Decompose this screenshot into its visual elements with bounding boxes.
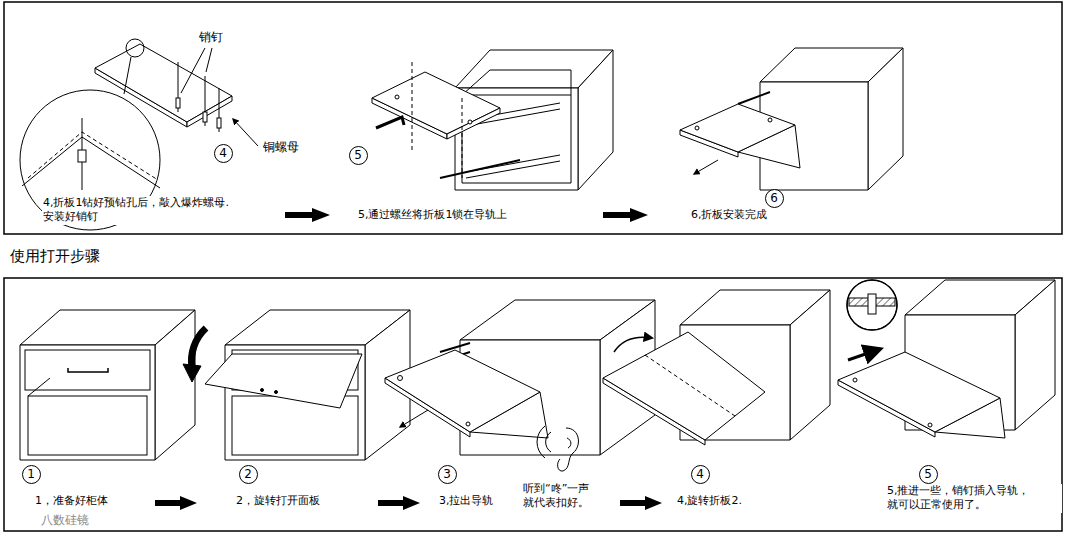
label-text: 4,旋转折板2. <box>677 494 742 507</box>
step-number-text: 4 <box>696 468 704 480</box>
watermark: 八数硅镜 <box>40 513 90 529</box>
step-caption: 1，准备好柜体 <box>34 494 109 508</box>
step-number: 6 <box>765 189 784 208</box>
label-text: 5,通过螺丝将折板1锁在导轨上 <box>358 208 508 221</box>
label-text: 铜螺母 <box>263 140 299 154</box>
label-text: 4,折板1钻好预钻孔后，敲入爆炸螺母. 安装好销钉 <box>43 196 229 223</box>
cabinet-drawing <box>183 310 410 460</box>
step-caption: 6,折板安装完成 <box>690 208 769 222</box>
step-number: 2 <box>239 465 258 484</box>
section-heading: 使用打开步骤 <box>10 247 100 266</box>
panel-frame <box>4 2 1062 531</box>
cabinet-drawing <box>603 290 830 445</box>
cabinet-drawing <box>680 48 903 190</box>
step-number-text: 6 <box>770 192 778 204</box>
label-text: 1，准备好柜体 <box>35 494 108 507</box>
step-number: 4 <box>214 144 233 163</box>
step-caption: 4,折板1钻好预钻孔后，敲入爆炸螺母. 安装好销钉 <box>42 196 266 225</box>
label-text: 6,折板安装完成 <box>691 208 768 221</box>
step-number-text: 3 <box>443 468 451 480</box>
label-text: 2，旋转打开面板 <box>236 494 320 507</box>
step-arrow <box>285 208 330 222</box>
step-number: 5 <box>919 465 938 484</box>
label-text: 3,拉出导轨 <box>439 494 494 507</box>
step-arrow <box>378 496 420 510</box>
label-text: 听到“咚”一声 就代表扣好。 <box>523 482 589 509</box>
step-number-text: 2 <box>244 468 252 480</box>
part-label: 销钉 <box>198 30 224 46</box>
cabinet-drawing <box>838 280 1055 438</box>
step-arrow <box>620 496 662 510</box>
step-caption: 5,通过螺丝将折板1锁在导轨上 <box>357 208 509 222</box>
label-text: 销钉 <box>199 30 223 44</box>
step-caption: 2，旋转打开面板 <box>235 494 321 508</box>
label-text: 八数硅镜 <box>41 513 89 527</box>
step-number-text: 5 <box>924 468 932 480</box>
step-number: 3 <box>438 465 457 484</box>
step-number-text: 4 <box>219 147 227 159</box>
cabinet-drawing <box>20 310 195 460</box>
label-text: 5,推进一些，销钉插入导轨， 就可以正常使用了。 <box>887 484 1030 511</box>
step-number: 5 <box>349 146 368 165</box>
note-text: 听到“咚”一声 就代表扣好。 <box>522 482 616 511</box>
cabinet-drawing <box>372 50 613 190</box>
fold-board-drawing <box>95 39 258 146</box>
step-arrow <box>155 496 197 510</box>
step-caption: 5,推进一些，销钉插入导轨， 就可以正常使用了。 <box>886 484 1062 513</box>
step-number-text: 1 <box>27 468 35 480</box>
step-number: 1 <box>22 465 41 484</box>
part-label: 铜螺母 <box>262 140 300 156</box>
magnifier-detail <box>847 280 897 330</box>
step-caption: 4,旋转折板2. <box>676 494 743 508</box>
step-number-text: 5 <box>354 149 362 161</box>
step-number: 4 <box>691 465 710 484</box>
step-arrow <box>603 208 648 222</box>
step-caption: 3,拉出导轨 <box>438 494 495 508</box>
